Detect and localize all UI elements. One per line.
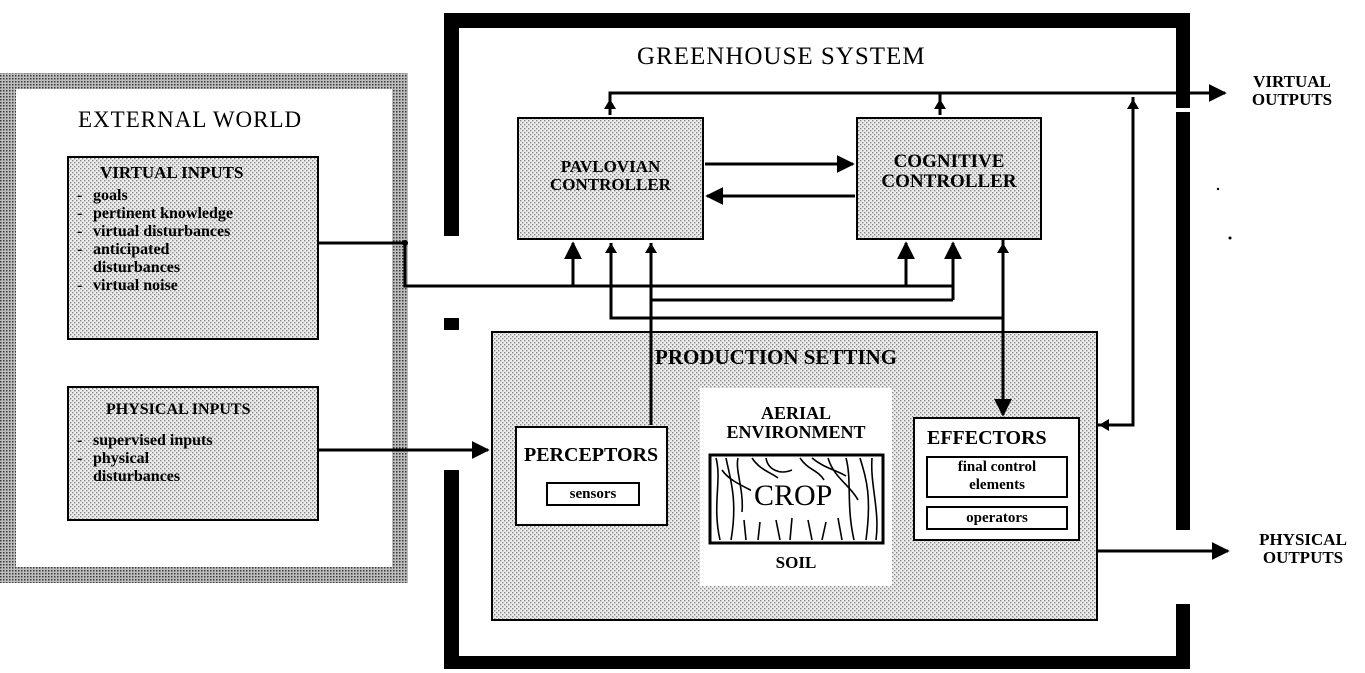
virtual-outputs-label: VIRTUAL OUTPUTS — [1237, 73, 1347, 109]
perceptors-title: PERCEPTORS — [524, 445, 658, 466]
crop-label: CROP — [751, 481, 835, 511]
cognitive-controller-label: COGNITIVE CONTROLLER — [870, 152, 1028, 192]
aerial-environment-label: AERIAL ENVIRONMENT — [700, 404, 892, 442]
list-item: anticipated disturbances — [77, 241, 243, 277]
effectors-title: EFFECTORS — [927, 428, 1047, 449]
physical-outputs-label: PHYSICAL OUTPUTS — [1243, 531, 1363, 567]
virtual-inputs-title: VIRTUAL INPUTS — [100, 164, 243, 182]
list-item: supervised inputs — [77, 432, 313, 450]
production-setting-title: PRODUCTION SETTING — [655, 346, 897, 368]
soil-label: SOIL — [700, 554, 892, 572]
list-item: virtual noise — [77, 277, 313, 295]
greenhouse-system-title: GREENHOUSE SYSTEM — [637, 44, 926, 70]
final-control-elements-box: final control elements — [926, 456, 1068, 498]
external-world-title: EXTERNAL WORLD — [78, 108, 302, 132]
operators-box: operators — [926, 506, 1068, 530]
perceptors-box — [516, 427, 667, 525]
virtual-inputs-line — [318, 243, 953, 286]
list-item: virtual disturbances — [77, 223, 313, 241]
virtual-inputs-list: goals pertinent knowledge virtual distur… — [77, 187, 313, 295]
list-item: pertinent knowledge — [77, 205, 313, 223]
physical-inputs-title: PHYSICAL INPUTS — [106, 402, 250, 419]
list-item: physical disturbances — [77, 450, 213, 486]
pavlovian-controller-label: PAVLOVIAN CONTROLLER — [533, 158, 688, 194]
list-item: goals — [77, 187, 313, 205]
physical-inputs-list: supervised inputs physical disturbances — [77, 432, 313, 486]
sensors-box: sensors — [546, 482, 640, 506]
